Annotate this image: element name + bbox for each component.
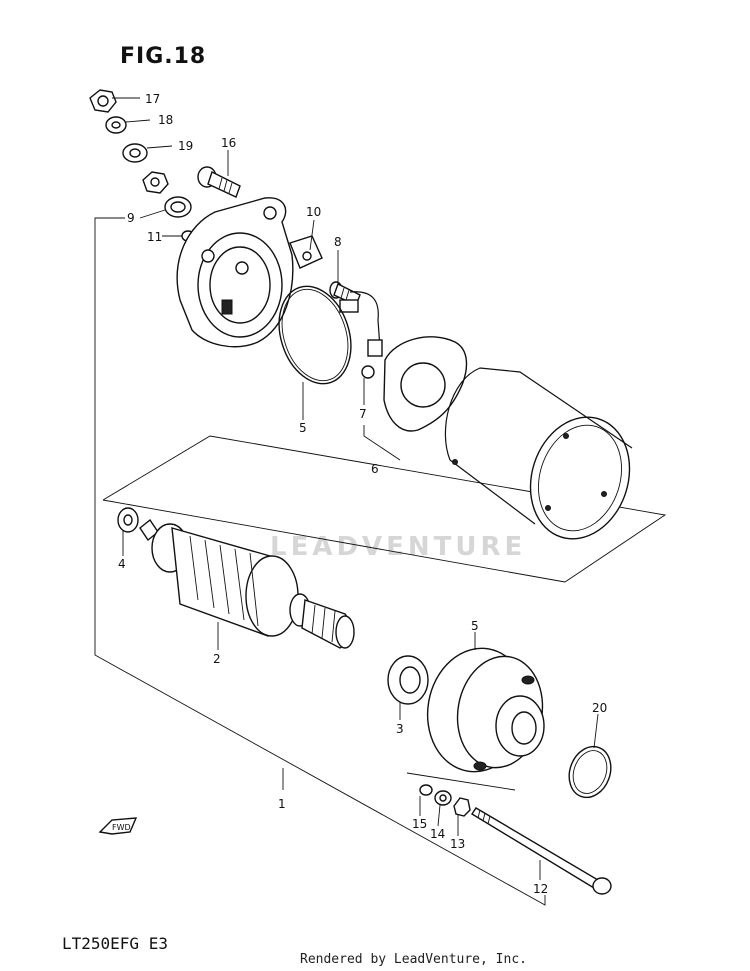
assembly-bracket bbox=[94, 217, 546, 906]
callout-16: 16 bbox=[221, 136, 236, 150]
washer-4 bbox=[117, 507, 139, 533]
forward-arrow-icon: FWD bbox=[98, 817, 138, 835]
washer-19 bbox=[122, 143, 148, 163]
oring-20 bbox=[568, 745, 612, 799]
callout-8: 8 bbox=[334, 235, 342, 249]
callout-18: 18 bbox=[158, 113, 173, 127]
oring-5-top bbox=[278, 285, 352, 385]
callout-13: 13 bbox=[450, 837, 465, 851]
callout-6: 6 bbox=[371, 462, 379, 476]
washer-18 bbox=[105, 116, 127, 134]
callout-numbers: 17 18 19 16 9 11 10 8 5 7 6 4 2 5 3 20 1… bbox=[118, 92, 607, 896]
nut-small bbox=[142, 171, 169, 194]
callout-10: 10 bbox=[306, 205, 321, 219]
through-bolt-12 bbox=[471, 807, 612, 895]
callout-12: 12 bbox=[533, 882, 548, 896]
callout-15: 15 bbox=[412, 817, 427, 831]
nut-17 bbox=[89, 89, 117, 113]
front-end-cover bbox=[426, 647, 545, 773]
yoke-housing bbox=[444, 367, 633, 540]
oil-seal-3 bbox=[387, 655, 429, 705]
brush-lead bbox=[339, 291, 381, 349]
nut-13 bbox=[453, 797, 471, 817]
fwd-label: FWD bbox=[112, 823, 131, 832]
armature-2 bbox=[139, 518, 355, 649]
callout-4: 4 bbox=[118, 557, 126, 571]
leader-lines bbox=[112, 97, 599, 880]
figure-title: FIG.18 bbox=[120, 44, 207, 69]
callout-11: 11 bbox=[147, 230, 162, 244]
callout-20: 20 bbox=[592, 701, 607, 715]
callout-14: 14 bbox=[430, 827, 445, 841]
callout-7: 7 bbox=[359, 407, 367, 421]
render-credit: Rendered by LeadVenture, Inc. bbox=[300, 952, 527, 967]
model-code: LT250EFG E3 bbox=[62, 934, 168, 953]
callout-3: 3 bbox=[396, 722, 404, 736]
washer-14 bbox=[434, 790, 452, 806]
terminal-plate-10 bbox=[289, 235, 323, 269]
callout-2: 2 bbox=[213, 652, 221, 666]
callout-1: 1 bbox=[278, 797, 286, 811]
callout-5-bottom: 5 bbox=[471, 619, 479, 633]
callout-17: 17 bbox=[145, 92, 160, 106]
oring-9-top bbox=[164, 196, 192, 218]
callout-5-top: 5 bbox=[299, 421, 307, 435]
plane-outlines bbox=[102, 435, 667, 791]
callout-9-top: 9 bbox=[127, 211, 135, 225]
callout-19: 19 bbox=[178, 139, 193, 153]
washer-15 bbox=[419, 784, 433, 796]
bolt-16 bbox=[197, 166, 241, 198]
brush-holder-plate bbox=[361, 336, 468, 432]
rear-end-cover bbox=[176, 197, 294, 348]
